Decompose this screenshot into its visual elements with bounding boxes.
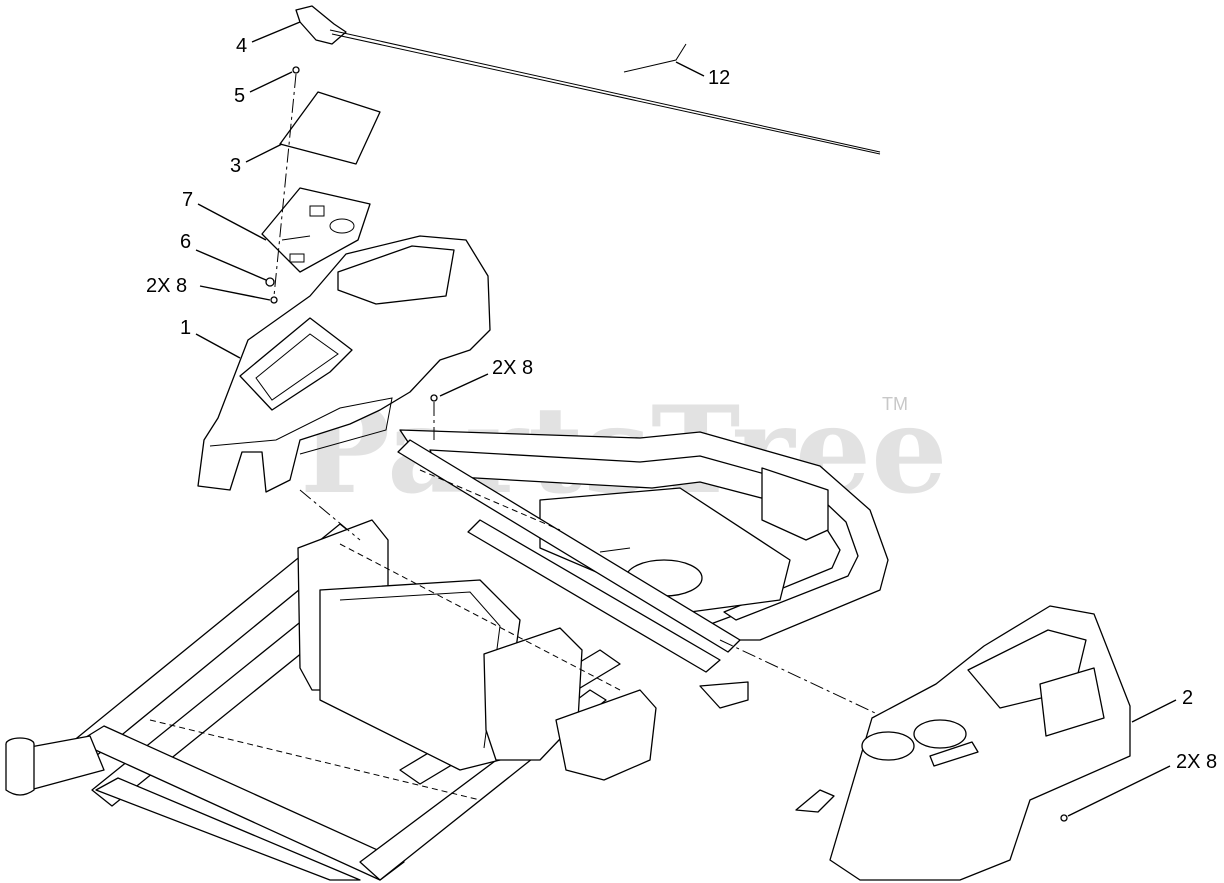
- callout-6: 6: [180, 231, 191, 253]
- console-right-side-panel: [1039, 667, 1105, 737]
- console-left-control-bezel: [239, 317, 353, 411]
- part-4-knob-and-rod: [295, 5, 881, 155]
- callout-2: 2: [1182, 687, 1193, 709]
- seat-plate-slot: [599, 547, 631, 553]
- callout-3: 3: [230, 155, 241, 177]
- leader-8-bottom: [1067, 765, 1171, 817]
- part-1-console-left: [197, 235, 491, 493]
- alignment-line-console-left: [299, 489, 361, 541]
- decal-mark-3: [281, 235, 311, 241]
- control-rod: [329, 29, 881, 153]
- leader-8-mid: [439, 373, 489, 397]
- part-3-cover-plate: [279, 91, 381, 165]
- console-left-bezel-inner: [255, 333, 339, 401]
- frame-cross-tube-a: [397, 439, 741, 653]
- watermark-trademark: TM: [882, 394, 908, 414]
- leader-5: [249, 71, 293, 93]
- decal-mark-4: [289, 253, 305, 263]
- alignment-line-console-right: [719, 639, 891, 721]
- console-left-upper-opening: [337, 245, 455, 305]
- part-2-console-right: [795, 605, 1131, 881]
- callout-7: 7: [182, 189, 193, 211]
- leader-12: [675, 61, 705, 77]
- leader-7: [197, 203, 267, 241]
- frame-hidden-line-1: [339, 543, 621, 691]
- callout-12: 12: [708, 67, 730, 89]
- frame-hidden-line-3: [419, 469, 561, 531]
- frame-bracket-rear-right: [761, 467, 829, 541]
- callout-8-mid: 2X 8: [492, 357, 533, 379]
- leader-8-top: [199, 285, 271, 301]
- leader-4: [251, 21, 301, 43]
- leader-3: [245, 143, 283, 163]
- decal-mark-2: [329, 218, 355, 234]
- part-12-clip: [623, 43, 687, 73]
- chassis-frame: [5, 429, 889, 881]
- caster-tube: [5, 744, 35, 796]
- frame-front-lower-bar: [95, 777, 361, 881]
- fasteners: [265, 66, 1068, 822]
- callouts: 4 5 3 7 6 2X 8 1 2X 8 12 2 2X 8: [146, 21, 1217, 817]
- console-left-lower-skirt: [209, 397, 393, 455]
- alignment-line-screw-5: [273, 73, 297, 297]
- part-7-decal: [261, 187, 371, 273]
- callout-1: 1: [180, 317, 191, 339]
- knob-4: [295, 5, 347, 45]
- caster-mount: [5, 735, 105, 796]
- frame-cross-tube-b: [467, 519, 721, 673]
- control-rod-2: [331, 33, 881, 155]
- nut-6: [265, 277, 275, 287]
- callout-5: 5: [234, 85, 245, 107]
- seat-mounting-plate: [539, 487, 791, 613]
- console-right-cupholder-2: [913, 719, 967, 749]
- console-left-body: [197, 235, 491, 493]
- console-right-cupholder-1: [861, 731, 915, 761]
- console-right-decal: [929, 741, 979, 767]
- callout-4: 4: [236, 35, 247, 57]
- frame-hidden-line-2: [149, 719, 481, 801]
- decal-mark-1: [309, 205, 325, 217]
- leader-1: [195, 333, 241, 359]
- callout-8-top: 2X 8: [146, 275, 187, 297]
- callout-8-bottom: 2X 8: [1176, 751, 1217, 773]
- console-right-foot: [795, 789, 835, 813]
- frame-front-crossbar: [77, 725, 405, 881]
- screw-5: [292, 66, 300, 74]
- decal-plate: [261, 187, 371, 273]
- screw-8c: [1060, 814, 1068, 822]
- leader-2: [1131, 699, 1177, 723]
- frame-pivot-plate: [555, 689, 657, 781]
- frame-bracket-tab: [699, 681, 749, 709]
- screw-8b: [430, 394, 438, 402]
- leader-6: [195, 249, 267, 281]
- screw-8a: [270, 296, 278, 304]
